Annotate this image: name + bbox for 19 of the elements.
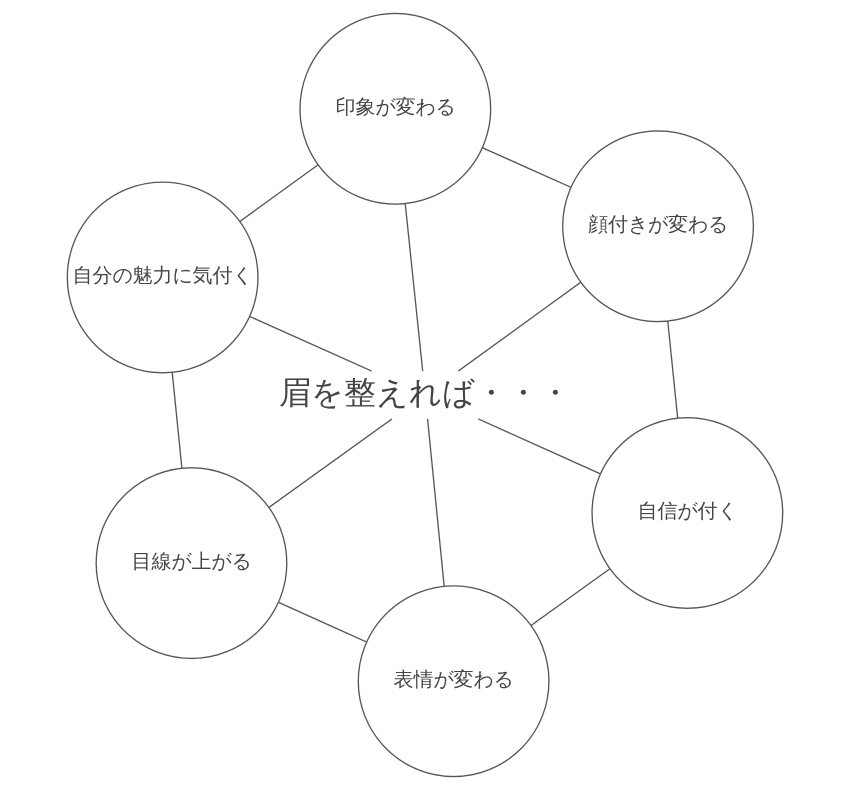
connector (482, 147, 570, 188)
node-circle: 自分の魅力に気付く (66, 181, 258, 374)
connector (268, 418, 392, 508)
connector (171, 372, 182, 468)
node-circle: 目線が上がる (94, 467, 287, 660)
node-circle: 自信が付く (590, 417, 783, 609)
connector (530, 568, 610, 626)
connector (248, 316, 372, 372)
connector (478, 418, 600, 474)
node-text: 眉を整えれば・・・ (278, 375, 571, 412)
node-circle: 表情が変わる (357, 585, 550, 778)
node-circle: 印象が変わる (298, 12, 491, 205)
connector (457, 282, 580, 372)
connector (239, 164, 318, 222)
connector (278, 602, 366, 643)
connector (426, 418, 444, 586)
node-circle: 顔付きが変わる (562, 130, 754, 322)
connector (666, 321, 678, 418)
connector (404, 204, 423, 372)
